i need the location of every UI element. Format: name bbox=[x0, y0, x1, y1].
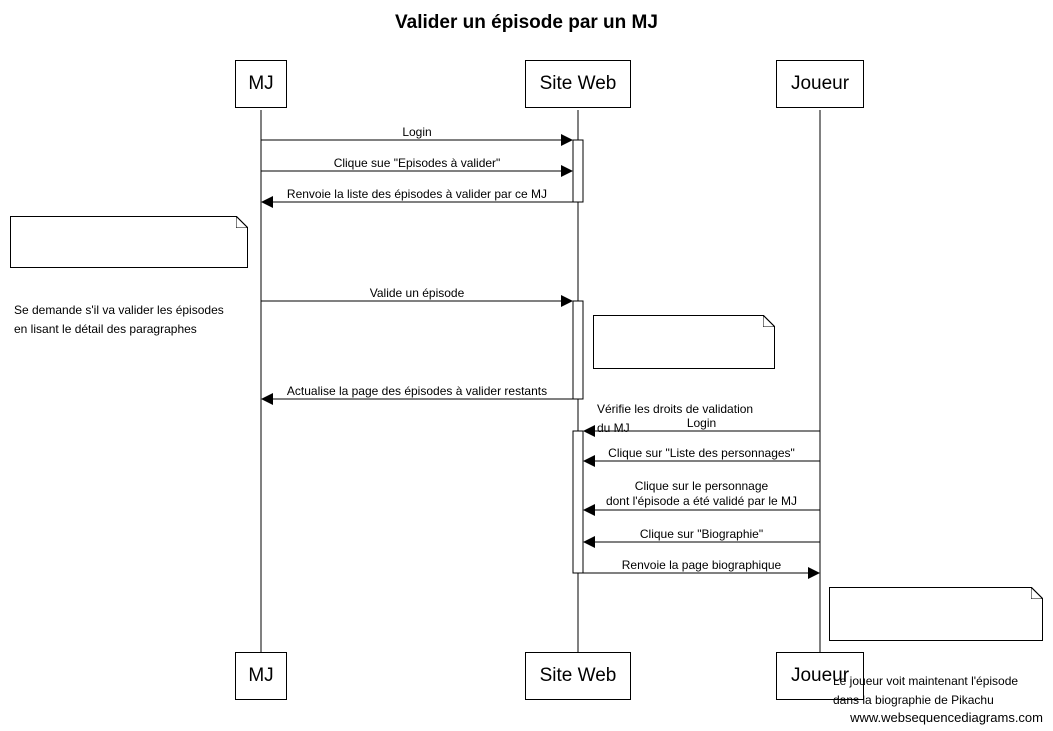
message-label-login-mj: Login bbox=[402, 125, 432, 139]
message-label-login-joueur: Login bbox=[686, 416, 717, 430]
diagram-title: Valider un épisode par un MJ bbox=[395, 12, 658, 33]
message-label-actualise-page: Actualise la page des épisodes à valider… bbox=[286, 384, 548, 398]
participant-site-web-top: Site Web bbox=[525, 60, 631, 108]
note-site-verification: Vérifie les droits de validation du MJ bbox=[593, 315, 775, 435]
participant-joueur-top: Joueur bbox=[776, 60, 864, 108]
note-joueur-biographie-text: Le joueur voit maintenant l'épisode dans… bbox=[833, 674, 1019, 707]
participant-joueur-bottom: Joueur bbox=[776, 652, 864, 700]
activation-site-web-2 bbox=[572, 300, 584, 400]
note-mj-reflexion-text: Se demande s'il va valider les épisodes … bbox=[14, 303, 224, 336]
participant-site-web-bottom: Site Web bbox=[525, 652, 631, 700]
message-label-renvoie-liste: Renvoie la liste des épisodes à valider … bbox=[286, 187, 548, 201]
activation-site-web-1 bbox=[572, 139, 584, 203]
note-mj-reflexion: Se demande s'il va valider les épisodes … bbox=[10, 216, 248, 336]
participant-mj-top: MJ bbox=[235, 60, 287, 108]
message-label-valide-episode: Valide un épisode bbox=[369, 286, 465, 300]
message-label-clique-personnage: Clique sur le personnage dont l'épisode … bbox=[605, 479, 798, 508]
message-label-clique-episodes: Clique sue "Episodes à valider" bbox=[333, 156, 501, 170]
participant-mj-bottom: MJ bbox=[235, 652, 287, 700]
note-joueur-biographie: Le joueur voit maintenant l'épisode dans… bbox=[829, 587, 1043, 707]
footer-watermark-link[interactable]: www.websequencediagrams.com bbox=[850, 710, 1043, 725]
message-label-biographie: Clique sur "Biographie" bbox=[639, 527, 764, 541]
message-label-renvoie-biographie: Renvoie la page biographique bbox=[621, 558, 782, 572]
note-site-verification-text: Vérifie les droits de validation du MJ bbox=[597, 402, 754, 435]
activation-site-web-3 bbox=[572, 430, 584, 574]
message-label-liste-personnages: Clique sur "Liste des personnages" bbox=[608, 446, 795, 460]
